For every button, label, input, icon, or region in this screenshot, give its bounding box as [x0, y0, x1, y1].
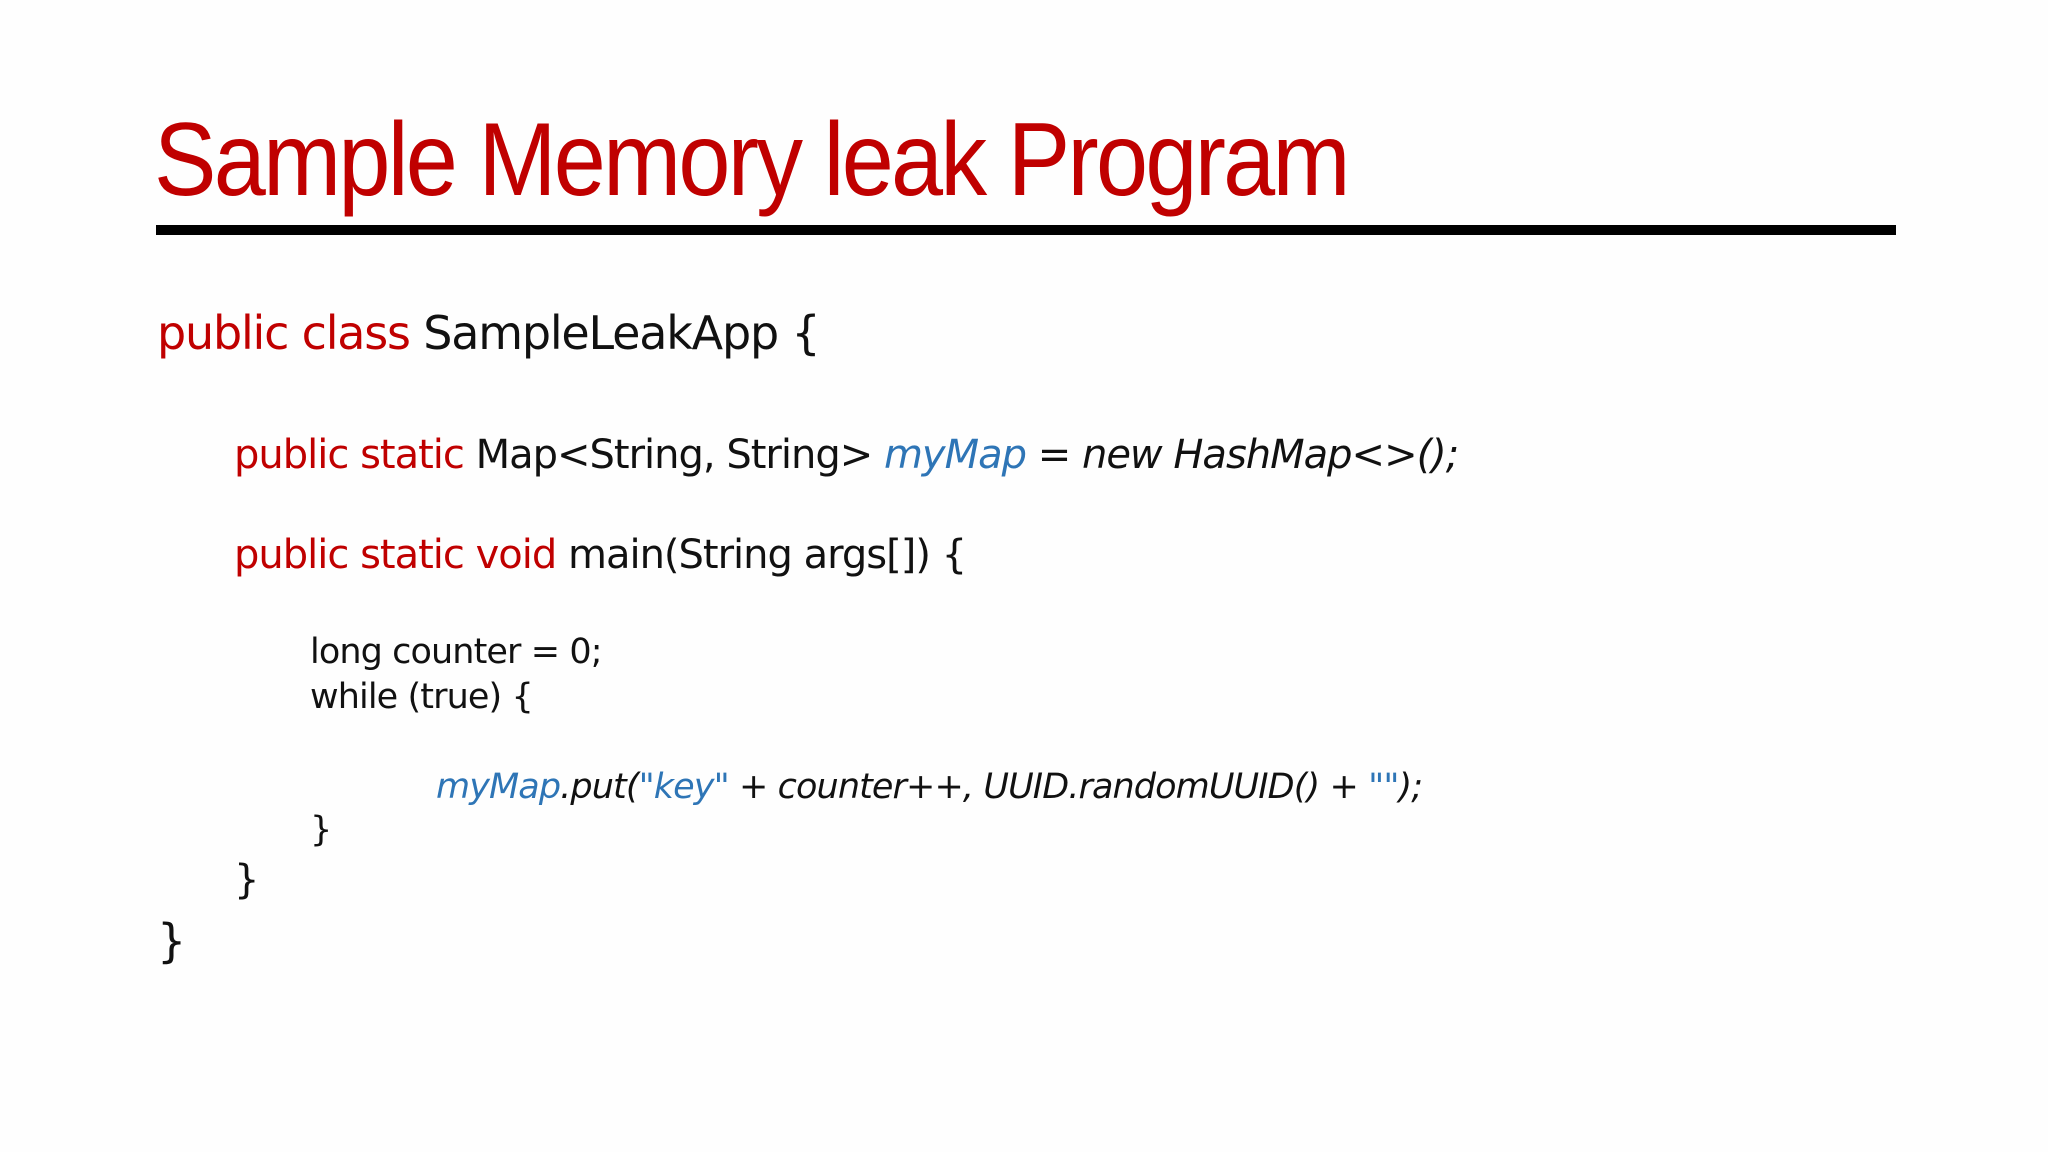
code-text: + counter++, UUID.randomUUID() + — [728, 767, 1369, 807]
code-text: ); — [1398, 767, 1424, 807]
code-keyword: public class — [157, 306, 411, 360]
code-line-close-class: } — [157, 914, 187, 968]
code-string: "" — [1368, 767, 1399, 807]
slide-title: Sample Memory leak Program — [154, 102, 1351, 218]
code-keyword: public static — [234, 432, 465, 478]
code-line-put: myMap.put("key" + counter++, UUID.random… — [436, 767, 1424, 807]
code-string: "key" — [638, 767, 730, 807]
code-line-close-while: } — [310, 810, 333, 850]
title-underline — [156, 225, 1896, 235]
code-text: SampleLeakApp { — [409, 306, 820, 360]
code-text: = new HashMap<>(); — [1026, 432, 1460, 478]
code-keyword: public static void — [234, 532, 557, 578]
code-text: Map<String, String> — [463, 432, 884, 478]
code-line-close-main: } — [234, 857, 260, 903]
code-line-main-method: public static void main(String args[]) { — [234, 532, 967, 578]
code-identifier: myMap — [436, 767, 561, 807]
code-line-counter: long counter = 0; — [310, 632, 603, 672]
code-text: .put( — [560, 767, 639, 807]
code-line-map-field: public static Map<String, String> myMap … — [234, 432, 1460, 478]
code-line-class-declaration: public class SampleLeakApp { — [157, 310, 821, 356]
code-text: main(String args[]) { — [556, 532, 967, 578]
code-line-while: while (true) { — [310, 677, 534, 717]
code-identifier: myMap — [883, 432, 1027, 478]
